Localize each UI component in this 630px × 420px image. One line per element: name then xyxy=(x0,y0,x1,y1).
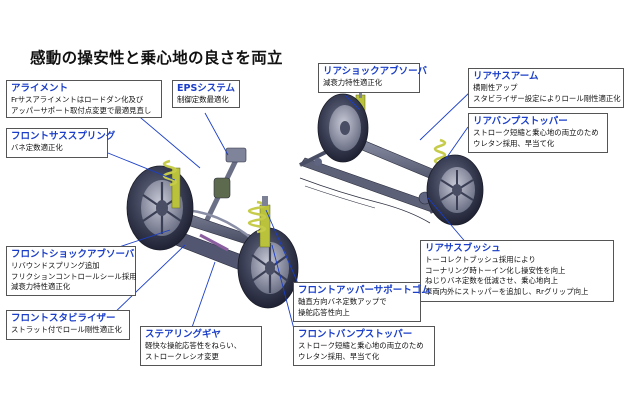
callout-text: 軽快な操舵応答性をねらい、 xyxy=(145,341,242,350)
callout-steering-gear: ステアリングギヤ 軽快な操舵応答性をねらい、 ストロークレシオ変更 xyxy=(140,326,262,366)
callout-heading: アライメント xyxy=(11,83,69,94)
callout-text: 制御定数最適化 xyxy=(177,95,229,104)
callout-heading: ステアリングギヤ xyxy=(145,329,222,340)
steering-column xyxy=(203,147,247,224)
callout-text: ストローク短縮と乗心地の両立のため xyxy=(473,128,599,137)
callout-text: バネ定数適正化 xyxy=(11,143,63,152)
callout-text: 減衰力特性適正化 xyxy=(323,78,383,87)
callout-text: ウレタン採用、早当て化 xyxy=(298,351,380,361)
callout-rear-shock-absorber: リアショックアブソーバ 減衰力特性適正化 xyxy=(318,63,428,93)
callout-text: 操舵応答性向上 xyxy=(298,307,350,317)
callout-text: 車両内外にストッパーを追加し、Rrグリップ向上 xyxy=(425,286,589,296)
callout-heading: リアサスアーム xyxy=(473,71,539,82)
callout-heading: フロントサススプリング xyxy=(11,131,116,142)
callout-text: Frサスアライメントはロードダン化及び xyxy=(11,95,144,104)
callout-text: ストロークレシオ変更 xyxy=(145,351,219,361)
callout-front-bump-stopper: フロントバンプストッパー ストローク短縮と乗心地の両立のため ウレタン採用、早当… xyxy=(293,326,435,366)
callout-heading: リアショックアブソーバ xyxy=(323,66,428,77)
callout-alignment: アライメント Frサスアライメントはロードダン化及び アッパーサポート取付点変更… xyxy=(6,80,162,118)
callout-front-upper-support: フロントアッパーサポートゴム 軸直方向バネ定数アップで 操舵応答性向上 xyxy=(293,282,431,322)
leader-lines xyxy=(107,91,471,334)
front-right-wheel xyxy=(237,196,299,309)
callout-heading: フロントバンプストッパー xyxy=(298,329,413,340)
callout-heading: リアバンプストッパー xyxy=(473,116,568,127)
callout-text: ウレタン採用、早当て化 xyxy=(473,138,555,148)
callout-text: コーナリング時トーイン化し操安性を向上 xyxy=(425,265,566,275)
callout-text: フリクションコントロールシール採用 xyxy=(11,271,137,281)
callout-text: 横剛性アップ xyxy=(473,83,518,92)
callout-text: 軸直方向バネ定数アップで xyxy=(298,297,387,306)
rear-right-wheel xyxy=(426,154,484,226)
callout-front-stabilizer: フロントスタビライザー ストラット付でロール剛性適正化 xyxy=(6,310,130,340)
callout-text: アッパーサポート取付点変更で最適見直し xyxy=(11,105,152,115)
callout-text: ストローク短縮と乗心地の両立のため xyxy=(298,341,424,350)
callout-front-spring: フロントサススプリング バネ定数適正化 xyxy=(6,128,116,158)
callout-text: ストラット付でロール剛性適正化 xyxy=(11,325,122,334)
rear-left-wheel xyxy=(317,93,369,163)
callout-rear-bush: リアサスブッシュ トーコレクトブッシュ採用により コーナリング時トーイン化し操安… xyxy=(420,240,614,302)
callout-rear-bump-stopper: リアバンプストッパー ストローク短縮と乗心地の両立のため ウレタン採用、早当て化 xyxy=(468,113,608,153)
callout-heading: フロントアッパーサポートゴム xyxy=(298,285,431,296)
callout-rear-suspension-arm: リアサスアーム 横剛性アップ スタビライザー設定によりロール剛性適正化 xyxy=(468,68,624,108)
callout-heading: フロントショックアブソーバ xyxy=(11,249,135,260)
callout-eps: EPSシステム 制御定数最適化 xyxy=(172,80,240,108)
front-left-wheel xyxy=(126,159,194,251)
callout-text: リバウンドスプリング追加 xyxy=(11,261,100,270)
callout-text: 減衰力特性適正化 xyxy=(11,282,71,291)
callout-heading: EPSシステム xyxy=(177,83,236,94)
callout-text: スタビライザー設定によりロール剛性適正化 xyxy=(473,93,621,103)
callout-heading: フロントスタビライザー xyxy=(11,313,116,324)
callout-heading: リアサスブッシュ xyxy=(425,243,501,254)
callout-text: ねじりバネ定数を低減させ、乗心地向上 xyxy=(425,276,559,285)
page-title: 感動の操安性と乗心地の良さを両立 xyxy=(30,49,283,67)
callout-text: トーコレクトブッシュ採用により xyxy=(425,255,536,264)
callout-front-shock-absorber: フロントショックアブソーバ リバウンドスプリング追加 フリクションコントロールシ… xyxy=(6,246,137,296)
